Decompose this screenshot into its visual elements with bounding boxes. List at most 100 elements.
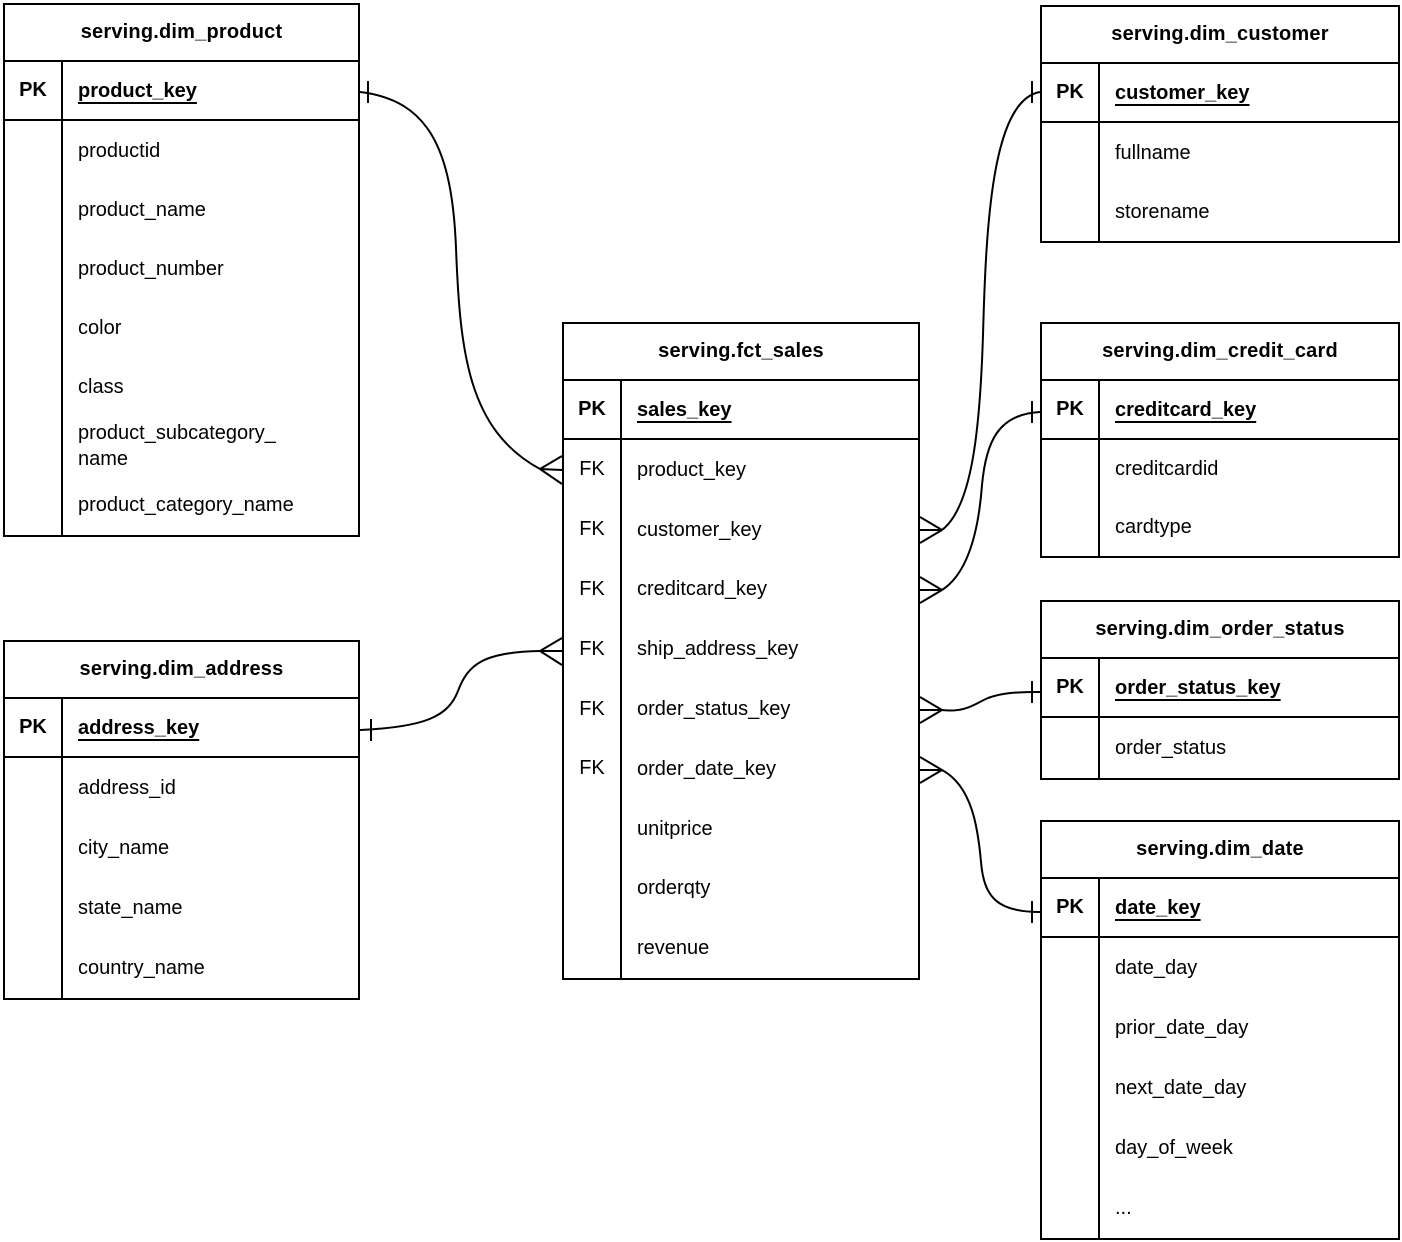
row-field-name: product_subcategory_ name <box>78 422 276 471</box>
row-field-name: product_name <box>78 198 206 221</box>
pk-field-name: sales_key <box>637 398 732 421</box>
pk-field-name: customer_key <box>1115 81 1250 104</box>
relationship-line <box>941 691 1041 712</box>
relationship-product <box>359 81 563 485</box>
pk-label: PK <box>1042 64 1100 121</box>
row-label <box>1042 440 1100 498</box>
relationship-line <box>941 91 1041 531</box>
row-field-name: ship_address_key <box>637 638 799 661</box>
table-dim-credit-card: serving.dim_credit_card PK creditcard_ke… <box>1040 322 1400 558</box>
row-label <box>5 239 63 299</box>
table-row: productid <box>5 121 358 181</box>
table-fct-sales: serving.fct_sales PK sales_key FK produc… <box>562 322 920 980</box>
table-row: FK order_date_key <box>564 738 918 799</box>
row-label <box>1042 938 1100 998</box>
row-field-name: storename <box>1115 200 1210 223</box>
table-row: date_day <box>1042 938 1398 998</box>
table-body: FK product_key FK customer_key FK credit… <box>564 440 918 979</box>
pk-field-name: product_key <box>78 79 197 102</box>
relationship-creditcard <box>919 401 1041 604</box>
pk-row: PK product_key <box>5 62 358 121</box>
table-row: ... <box>1042 1178 1398 1238</box>
row-field-name: next_date_day <box>1115 1077 1247 1099</box>
pk-row: PK customer_key <box>1042 64 1398 123</box>
row-label <box>1042 998 1100 1058</box>
fk-label: FK <box>564 619 622 680</box>
table-title: serving.dim_date <box>1042 822 1398 879</box>
table-title: serving.dim_address <box>5 642 358 699</box>
row-field-name: product_category_name <box>78 494 294 517</box>
table-body: order_status <box>1042 718 1398 778</box>
pk-label: PK <box>564 381 622 438</box>
row-field-name: state_name <box>78 897 183 919</box>
pk-label: PK <box>1042 659 1100 716</box>
table-row: product_category_name <box>5 475 358 535</box>
table-dim-order-status: serving.dim_order_status PK order_status… <box>1040 600 1400 780</box>
row-label <box>5 818 63 878</box>
table-row: storename <box>1042 182 1398 241</box>
pk-row: PK sales_key <box>564 381 918 440</box>
table-title: serving.dim_order_status <box>1042 602 1398 659</box>
table-dim-address: serving.dim_address PK address_key addre… <box>3 640 360 1000</box>
pk-field-name: creditcard_key <box>1115 398 1257 421</box>
row-label <box>5 416 63 476</box>
table-title: serving.dim_product <box>5 5 358 62</box>
pk-field-name: order_status_key <box>1115 676 1281 699</box>
row-field-name: customer_key <box>637 518 762 541</box>
table-row: unitprice <box>564 798 918 859</box>
pk-field-name: date_key <box>1115 896 1201 919</box>
table-body: address_id city_name state_name country_… <box>5 758 358 998</box>
row-field-name: fullname <box>1115 141 1191 164</box>
relationship-order-date <box>919 756 1041 923</box>
row-field-name: creditcardid <box>1115 458 1219 480</box>
row-field-name: unitprice <box>637 817 713 840</box>
table-row: day_of_week <box>1042 1118 1398 1178</box>
row-field-name: productid <box>78 139 161 162</box>
table-title: serving.dim_credit_card <box>1042 324 1398 381</box>
row-field-name: country_name <box>78 957 205 979</box>
row-field-name: product_key <box>637 458 746 481</box>
table-row: FK creditcard_key <box>564 559 918 620</box>
row-label <box>564 858 622 919</box>
crow-foot-marker <box>919 696 943 724</box>
relationship-customer <box>919 81 1041 544</box>
table-title: serving.fct_sales <box>564 324 918 381</box>
row-field-name: date_day <box>1115 957 1198 979</box>
table-row: order_status <box>1042 718 1398 778</box>
relationship-line <box>941 769 1041 913</box>
pk-row: PK address_key <box>5 699 358 758</box>
row-label <box>1042 718 1100 778</box>
fk-label: FK <box>564 440 622 500</box>
crow-foot-marker <box>919 756 943 784</box>
row-label <box>564 918 622 979</box>
row-field-name: class <box>78 376 124 399</box>
relationship-line <box>359 91 541 470</box>
table-row: creditcardid <box>1042 440 1398 498</box>
table-row: city_name <box>5 818 358 878</box>
relationship-line <box>941 411 1041 591</box>
row-label <box>1042 182 1100 241</box>
crow-foot-marker <box>919 576 943 604</box>
crow-foot-marker <box>919 516 943 544</box>
crow-foot-marker <box>539 637 563 666</box>
table-body: productid product_name product_number co… <box>5 121 358 535</box>
relationship-order-status <box>919 681 1041 724</box>
table-dim-date: serving.dim_date PK date_key date_day pr… <box>1040 820 1400 1240</box>
row-field-name: order_status_key <box>637 698 791 721</box>
row-label <box>564 798 622 859</box>
row-field-name: creditcard_key <box>637 578 768 601</box>
pk-field-name: address_key <box>78 716 200 739</box>
pk-label: PK <box>5 62 63 119</box>
table-title: serving.dim_customer <box>1042 7 1398 64</box>
row-label <box>1042 1058 1100 1118</box>
table-row: FK order_status_key <box>564 679 918 739</box>
pk-label: PK <box>1042 381 1100 438</box>
table-body: fullname storename <box>1042 123 1398 241</box>
fk-label: FK <box>564 559 622 620</box>
row-field-name: order_status <box>1115 737 1227 759</box>
row-field-name: address_id <box>78 777 176 799</box>
table-row: country_name <box>5 938 358 998</box>
table-row: address_id <box>5 758 358 818</box>
